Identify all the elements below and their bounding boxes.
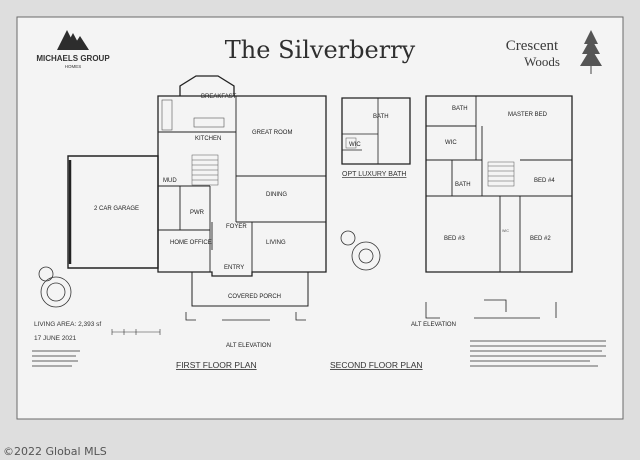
sheet-border xyxy=(16,16,624,420)
second-floor-label: SECOND FLOOR PLAN xyxy=(330,360,423,370)
room-living: LIVING xyxy=(266,240,286,246)
first-floor-plan: BREAKFAST KITCHEN GREAT ROOM DINING LIVI… xyxy=(67,75,327,370)
copyright-notes xyxy=(32,350,80,367)
first-floor-label: FIRST FLOOR PLAN xyxy=(176,360,257,370)
plan-date: 17 JUNE 2021 xyxy=(34,335,77,342)
landscape-bushes xyxy=(38,230,381,308)
builder-subtitle: HOMES xyxy=(65,64,82,69)
lux-wic-label: WIC xyxy=(349,142,361,148)
room-pwr: PWR xyxy=(190,210,205,216)
room-porch: COVERED PORCH xyxy=(228,294,281,300)
lux-bath-caption: OPT LUXURY BATH xyxy=(342,171,406,178)
room-bath-top: BATH xyxy=(452,106,468,112)
community-line1: Crescent xyxy=(506,38,559,54)
community-logo: Crescent Woods xyxy=(506,30,602,74)
room-mud: MUD xyxy=(163,178,177,184)
room-great-room: GREAT ROOM xyxy=(252,130,292,136)
room-home-office: HOME OFFICE xyxy=(170,240,212,246)
tree-icon xyxy=(580,30,602,74)
room-bed-2: BED #2 xyxy=(530,236,551,242)
second-alt-elevation-label: ALT ELEVATION xyxy=(411,322,456,328)
room-entry: ENTRY xyxy=(224,265,244,271)
room-master-bed: MASTER BED xyxy=(508,112,548,118)
room-garage: 2 CAR GARAGE xyxy=(94,206,139,212)
room-bed-3: BED #3 xyxy=(444,236,465,242)
room-breakfast: BREAKFAST xyxy=(201,94,237,100)
room-foyer: FOYER xyxy=(226,224,247,230)
builder-name: MICHAELS GROUP xyxy=(36,54,110,63)
community-line2: Woods xyxy=(524,54,560,69)
disclaimer-notes xyxy=(470,340,606,367)
second-floor-plan: BATH MASTER BED WIC BATH BED #4 BED #3 B… xyxy=(330,95,573,370)
scale-bar xyxy=(111,329,161,335)
room-wic-2: WIC xyxy=(502,229,509,233)
mls-watermark: ©2022 Global MLS xyxy=(3,445,107,458)
room-bath-mid: BATH xyxy=(455,182,471,188)
room-wic-1: WIC xyxy=(445,140,457,146)
lux-bath-label: BATH xyxy=(373,114,389,120)
living-area: LIVING AREA: 2,393 sf xyxy=(34,321,101,328)
first-alt-elevation-label: ALT ELEVATION xyxy=(226,343,271,349)
plan-title: The Silverberry xyxy=(225,36,416,64)
room-bed-4: BED #4 xyxy=(534,178,555,184)
opt-luxury-bath-plan: BATH WIC OPT LUXURY BATH xyxy=(341,97,411,178)
room-kitchen: KITCHEN xyxy=(195,136,221,142)
builder-logo: MICHAELS GROUP HOMES xyxy=(36,30,110,69)
room-dining: DINING xyxy=(266,192,287,198)
